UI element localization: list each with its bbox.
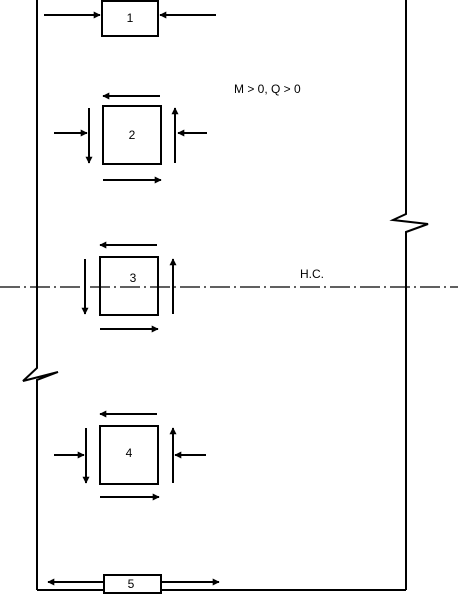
element-5	[47, 574, 220, 594]
element-4-label: 4	[126, 446, 133, 460]
neutral-axis-label: H.C.	[300, 267, 324, 281]
element-4-box	[99, 425, 159, 485]
element-5-box	[103, 574, 162, 594]
element-4	[54, 410, 206, 501]
beam-right-edge	[389, 0, 429, 590]
element-1-label: 1	[127, 11, 134, 25]
element-3-box	[99, 256, 159, 316]
sign-annotation: M > 0, Q > 0	[234, 82, 301, 96]
element-2-label: 2	[129, 128, 136, 142]
element-3	[81, 241, 177, 333]
element-5-label: 5	[128, 577, 135, 591]
element-1	[44, 0, 216, 37]
element-2	[54, 92, 207, 184]
element-1-box	[101, 0, 159, 37]
element-3-label: 3	[130, 271, 137, 285]
beam-left-edge	[22, 0, 59, 590]
element-2-box	[102, 105, 162, 165]
beam-outline	[22, 0, 429, 591]
